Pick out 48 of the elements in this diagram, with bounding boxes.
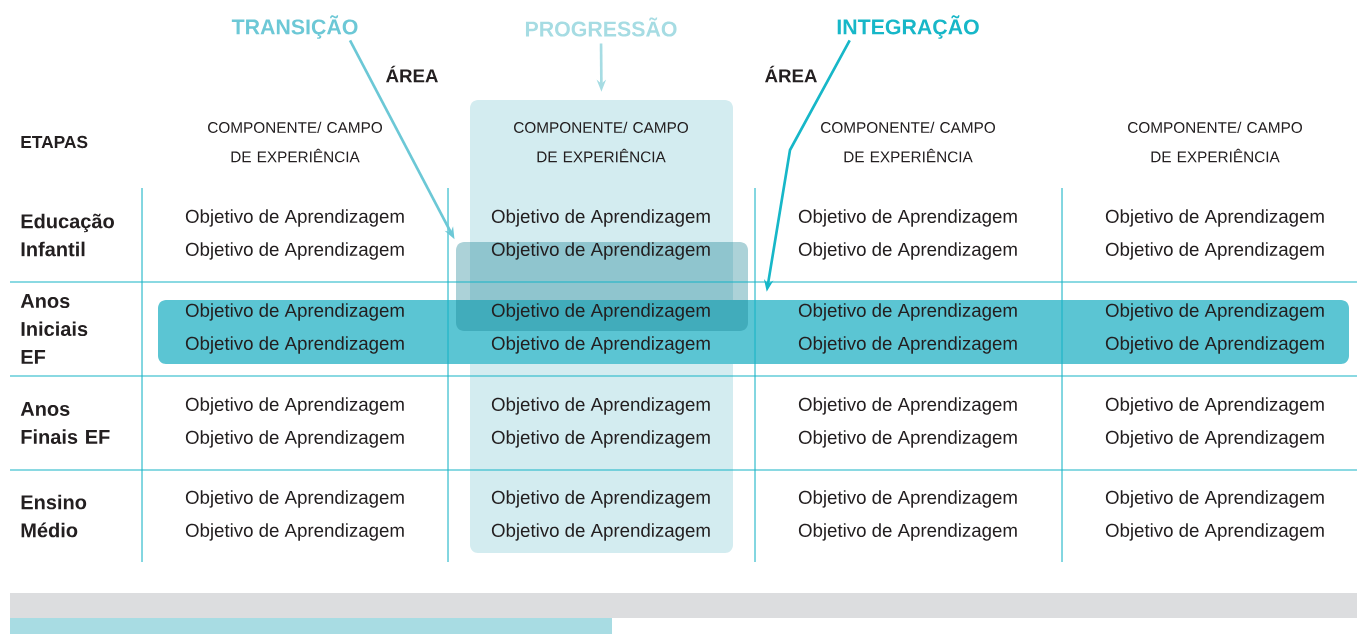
row-heading: Anos Iniciais EF [20, 294, 88, 364]
objective-text: Objetivo de Aprendizagem [1105, 523, 1324, 541]
objective-text: Objetivo de Aprendizagem [491, 397, 710, 415]
objective-text: Objetivo de Aprendizagem [798, 303, 1017, 321]
objective-text: Objetivo de Aprendizagem [491, 490, 710, 508]
objective-text: Objetivo de Aprendizagem [798, 430, 1017, 448]
column-heading: ETAPAS [21, 135, 88, 149]
objective-text: Objetivo de Aprendizagem [185, 523, 404, 541]
column-heading: COMPONENTE/ CAMPO DE EXPERIÊNCIA [1128, 121, 1302, 163]
highlight-box [456, 242, 748, 331]
concept-label: INTEGRAÇÃO [837, 15, 979, 39]
objective-text: Objetivo de Aprendizagem [491, 303, 710, 321]
objective-text: Objetivo de Aprendizagem [185, 336, 404, 354]
objective-text: Objetivo de Aprendizagem [1105, 490, 1324, 508]
objective-text: Objetivo de Aprendizagem [185, 430, 404, 448]
objective-text: Objetivo de Aprendizagem [798, 336, 1017, 354]
objective-text: Objetivo de Aprendizagem [185, 209, 404, 227]
objective-text: Objetivo de Aprendizagem [491, 242, 710, 260]
objective-text: Objetivo de Aprendizagem [798, 209, 1017, 227]
objective-text: Objetivo de Aprendizagem [491, 209, 710, 227]
objective-text: Objetivo de Aprendizagem [185, 490, 404, 508]
objective-text: Objetivo de Aprendizagem [1105, 336, 1324, 354]
objective-text: Objetivo de Aprendizagem [1105, 209, 1324, 227]
objective-text: Objetivo de Aprendizagem [185, 242, 404, 260]
objective-text: Objetivo de Aprendizagem [1105, 242, 1324, 260]
objective-text: Objetivo de Aprendizagem [1105, 397, 1324, 415]
concept-label: TRANSIÇÃO [231, 15, 358, 39]
concept-label: PROGRESSÃO [525, 17, 677, 37]
row-highlight [158, 300, 1349, 364]
row-heading: Ensino Médio [21, 494, 87, 538]
column-heading: COMPONENTE/ CAMPO DE EXPERIÊNCIA [514, 121, 688, 163]
objective-text: Objetivo de Aprendizagem [798, 490, 1017, 508]
objective-text: Objetivo de Aprendizagem [1105, 430, 1324, 448]
row-heading: Anos Finais EF [20, 402, 110, 444]
objective-text: Objetivo de Aprendizagem [185, 303, 404, 321]
objective-text: Objetivo de Aprendizagem [1105, 303, 1324, 321]
objective-text: Objetivo de Aprendizagem [491, 336, 710, 354]
objective-text: Objetivo de Aprendizagem [798, 397, 1017, 415]
area-heading: ÁREA [765, 65, 817, 83]
area-heading: ÁREA [386, 65, 438, 83]
objective-text: Objetivo de Aprendizagem [185, 397, 404, 415]
objective-text: Objetivo de Aprendizagem [798, 523, 1017, 541]
column-heading: COMPONENTE/ CAMPO DE EXPERIÊNCIA [208, 121, 382, 163]
objective-text: Objetivo de Aprendizagem [798, 242, 1017, 260]
row-heading: Educação Infantil [21, 213, 114, 257]
objective-text: Objetivo de Aprendizagem [491, 523, 710, 541]
objective-text: Objetivo de Aprendizagem [491, 430, 710, 448]
column-heading: COMPONENTE/ CAMPO DE EXPERIÊNCIA [821, 121, 995, 163]
